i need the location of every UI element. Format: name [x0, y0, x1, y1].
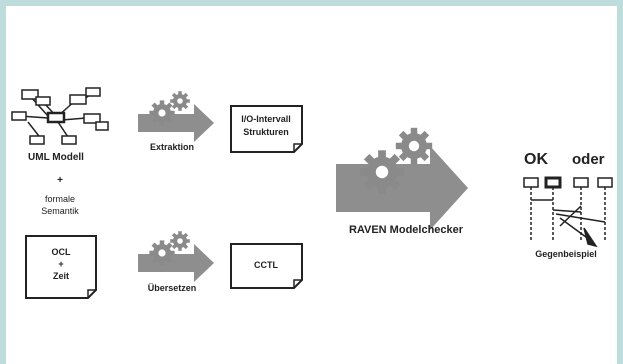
- diagram-frame: [6, 6, 617, 364]
- plus-sign: +: [57, 175, 63, 186]
- sequence-diagram-icon: [523, 176, 613, 248]
- ocl-document-icon: [25, 235, 97, 299]
- extraction-arrow: [138, 104, 214, 142]
- io-interval-document-icon: [230, 105, 303, 153]
- translate-label: Übersetzen: [148, 283, 197, 293]
- cctl-document-icon: [230, 243, 303, 289]
- ocl-box-line3: Zeit: [53, 271, 69, 281]
- io-interval-line2: Strukturen: [243, 127, 289, 137]
- uml-diagram-icon: [11, 87, 109, 145]
- raven-label: RAVEN Modelchecker: [349, 224, 464, 236]
- ocl-box-line1: OCL: [52, 247, 72, 257]
- io-interval-line1: I/O-Intervall: [241, 114, 291, 124]
- ok-label: OK: [524, 151, 548, 168]
- ocl-box-line2: +: [58, 259, 63, 269]
- or-label: oder: [572, 151, 605, 168]
- formal-semantics-line1: formale: [45, 194, 75, 204]
- counterexample-label: Gegenbeispiel: [535, 249, 597, 259]
- formal-semantics-line2: Semantik: [41, 206, 79, 216]
- extraction-label: Extraktion: [150, 142, 194, 152]
- cctl-label: CCTL: [254, 260, 278, 270]
- translate-arrow: [138, 244, 214, 282]
- uml-model-label: UML Modell: [28, 152, 84, 163]
